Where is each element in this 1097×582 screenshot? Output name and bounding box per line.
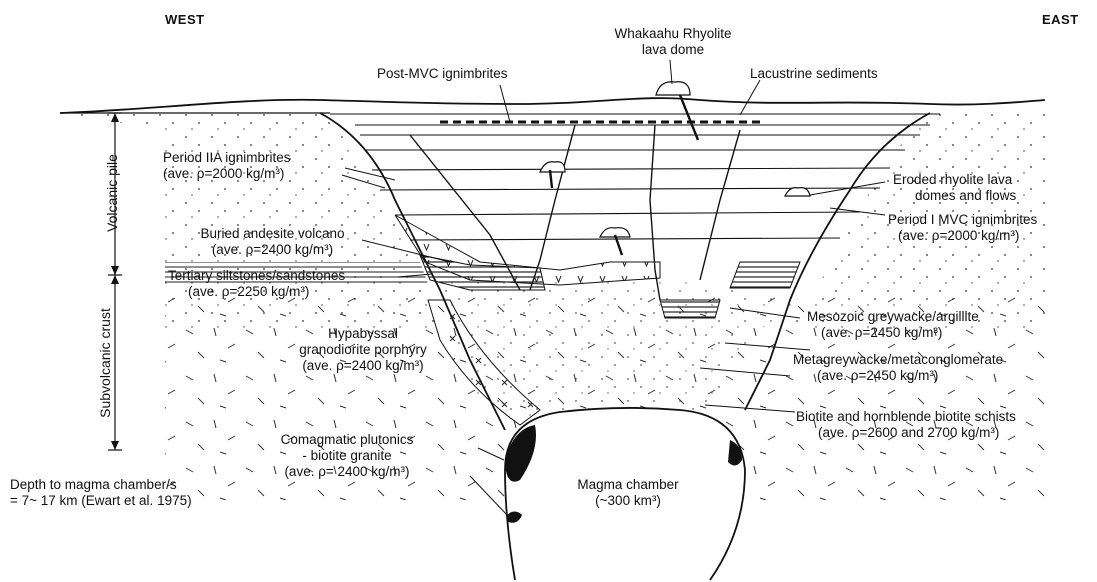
caldera-layers [355, 125, 930, 240]
east-label: EAST [1042, 12, 1079, 28]
magma-chamber-label: Magma chamber (~300 km³) [548, 477, 708, 509]
tertiary-siltstones [420, 255, 545, 290]
magma-line-1: Magma chamber [548, 477, 708, 493]
tertiary-siltstones-center [660, 300, 720, 318]
comagmatic-label: Comagmatic plutonics - biotite granite (… [262, 432, 432, 480]
mesozoic-line-1: Mesozoic greywacke/argillite [807, 309, 979, 325]
tertiary-line-2: (ave. ρ=2250 kg/m³) [168, 284, 345, 300]
hypabyssal-line-2: granodiorite porphyry [283, 342, 443, 358]
eroded-line-2: domes and flows [893, 188, 1016, 204]
subvolcanic-crust-label: Subvolcanic crust [97, 293, 113, 433]
depth-line-2: = 7~ 17 km (Ewart et al. 1975) [10, 493, 192, 509]
tertiary-siltstones-east [730, 262, 800, 288]
volcanic-pile-label: Volcanic pile [104, 133, 120, 253]
metagreywacke-line-1: Metagreywacke/metaconglomerate [793, 352, 1003, 368]
period-iia-line-2: (ave. ρ=2000 kg/m³) [163, 166, 291, 182]
west-label: WEST [165, 12, 205, 28]
metagreywacke-line-2: (ave. ρ=2450 kg/m³) [793, 368, 1003, 384]
magma-line-2: (~300 km³) [548, 493, 708, 509]
eroded-line-1: Eroded rhyolite lava [893, 172, 1016, 188]
biotite-label: Biotite and hornblende biotite schists (… [796, 409, 1016, 441]
hypabyssal-line-1: Hypabyssal [283, 326, 443, 342]
tertiary-line-1: Tertiary siltstones/sandstones [168, 268, 345, 284]
whakaahu-line-1: Whakaahu Rhyolite [598, 26, 748, 42]
mesozoic-label: Mesozoic greywacke/argillite (ave. ρ=245… [807, 309, 979, 341]
hypabyssal-line-3: (ave. ρ=2400 kg/m³) [283, 358, 443, 374]
comagmatic-line-1: Comagmatic plutonics [262, 432, 432, 448]
period-iia-line-1: Period IIA ignimbrites [163, 150, 291, 166]
biotite-line-1: Biotite and hornblende biotite schists [796, 409, 1016, 425]
depth-label: Depth to magma chamber/s = 7~ 17 km (Ewa… [10, 477, 192, 509]
period-i-line-2: (ave. ρ=2000 kg/m³) [888, 228, 1037, 244]
ground-surface [60, 98, 1045, 113]
tertiary-label: Tertiary siltstones/sandstones (ave. ρ=2… [168, 268, 345, 300]
metagreywacke-label: Metagreywacke/metaconglomerate (ave. ρ=2… [793, 352, 1003, 384]
mesozoic-line-2: (ave. ρ=2450 kg/m³) [807, 325, 979, 341]
period-i-label: Period I MVC ignimbrites (ave. ρ=2000 kg… [888, 212, 1037, 244]
whakaahu-label: Whakaahu Rhyolite lava dome [598, 26, 748, 58]
post-mvc-label: Post-MVC ignimbrites [377, 66, 508, 82]
andesite-line-2: (ave. ρ=2400 kg/m³) [180, 242, 365, 258]
eroded-label: Eroded rhyolite lava domes and flows [893, 172, 1016, 204]
hypabyssal-label: Hypabyssal granodiorite porphyry (ave. ρ… [283, 326, 443, 374]
comagmatic-line-3: (ave. ρ= 2400 kg/m³) [262, 464, 432, 480]
period-i-line-1: Period I MVC ignimbrites [888, 212, 1037, 228]
period-iia-label: Period IIA ignimbrites (ave. ρ=2000 kg/m… [163, 150, 291, 182]
whakaahu-line-2: lava dome [598, 42, 748, 58]
biotite-line-2: (ave. ρ=2600 and 2700 kg/m³) [796, 425, 1016, 441]
andesite-label: Buried andesite volcano (ave. ρ=2400 kg/… [180, 226, 365, 258]
comagmatic-line-2: - biotite granite [262, 448, 432, 464]
depth-line-1: Depth to magma chamber/s [10, 477, 192, 493]
lacustrine-label: Lacustrine sediments [750, 66, 878, 82]
andesite-line-1: Buried andesite volcano [180, 226, 365, 242]
